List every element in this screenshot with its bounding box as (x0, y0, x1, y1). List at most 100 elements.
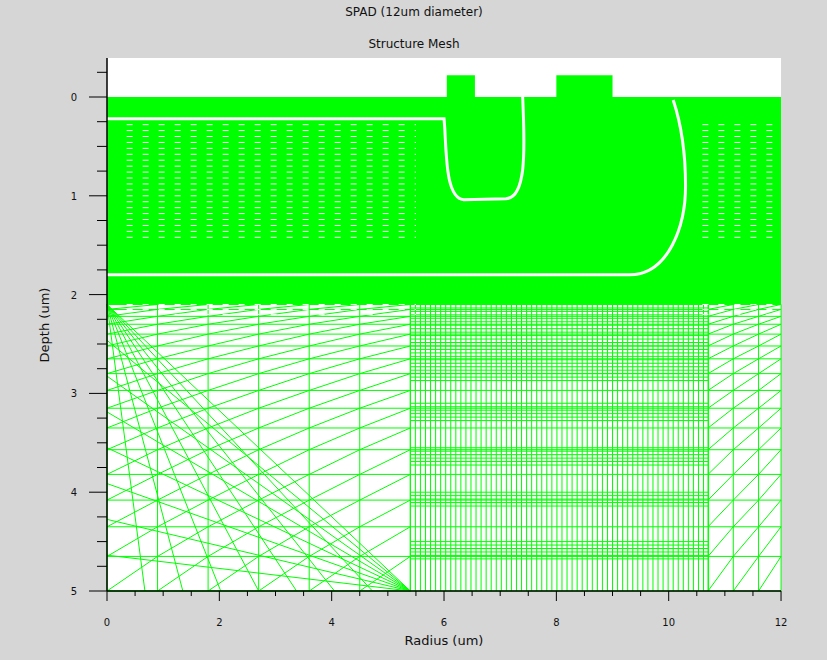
junction-line (107, 100, 686, 275)
mesh-line (607, 304, 608, 591)
tick (97, 319, 107, 320)
mesh-gap (702, 142, 781, 143)
mesh-line (759, 408, 781, 428)
mesh-gap (127, 154, 416, 155)
mesh-line (556, 304, 557, 591)
mesh-line (208, 324, 259, 334)
mesh-line (501, 304, 502, 591)
tick (97, 467, 107, 468)
tick-label: 3 (71, 388, 77, 399)
mesh-line (107, 556, 158, 591)
mesh-line (708, 556, 733, 591)
mesh-line (572, 304, 573, 591)
mesh-gap (127, 183, 416, 184)
tick (640, 591, 641, 596)
mesh-line (259, 374, 310, 391)
tick (97, 442, 107, 443)
mesh-line (107, 448, 410, 591)
mesh-gap (702, 237, 781, 238)
mesh-line (309, 304, 360, 309)
mesh-line (708, 316, 733, 324)
tick (556, 591, 557, 601)
mesh-line (309, 428, 360, 450)
mesh-line (107, 304, 297, 591)
mesh-line (157, 304, 158, 591)
mesh-line (359, 304, 360, 591)
mesh-line (420, 304, 421, 591)
mesh-gap (127, 160, 416, 161)
mesh-line (360, 359, 411, 374)
mesh-line (733, 556, 758, 591)
mesh-line (259, 428, 310, 450)
mesh-line (668, 304, 669, 591)
mesh-line (440, 304, 441, 591)
tick-label: 6 (441, 617, 447, 628)
mesh-line (546, 304, 547, 591)
mesh-line (208, 346, 259, 359)
mesh-line (678, 304, 679, 591)
tick (89, 591, 107, 592)
tick (107, 591, 108, 601)
mesh-line (698, 304, 699, 591)
mesh-line (208, 527, 259, 557)
mesh-line (759, 359, 781, 374)
mesh-line (158, 316, 209, 324)
mesh-line (733, 346, 758, 359)
mesh-line (208, 390, 259, 408)
mesh-line (476, 304, 477, 591)
tick (97, 269, 107, 270)
mesh-line (708, 334, 733, 346)
mesh-gap (702, 231, 781, 232)
mesh-line (759, 309, 781, 316)
mesh-line (360, 309, 411, 316)
mesh-line (107, 484, 410, 591)
mesh-gap (702, 154, 781, 155)
mesh-line (759, 390, 781, 408)
mesh-line (491, 304, 492, 591)
mesh-line (511, 304, 512, 591)
mesh-line (781, 304, 782, 591)
mesh-line (158, 359, 209, 374)
mesh-line (526, 304, 527, 591)
tick (415, 591, 416, 596)
mesh-line (259, 309, 310, 316)
mesh-line (309, 346, 360, 359)
mesh-line (158, 309, 209, 316)
mesh-line (759, 527, 781, 557)
mesh-line (541, 304, 542, 591)
mesh-line (759, 374, 781, 391)
tick (97, 418, 107, 419)
junction-line (107, 97, 524, 200)
plot-area (107, 58, 781, 591)
mesh-gap (702, 195, 781, 196)
tick (97, 121, 107, 122)
mesh-line (360, 428, 411, 450)
mesh-line (708, 408, 733, 428)
mesh-line (158, 450, 209, 475)
mesh-line (309, 408, 360, 428)
mesh-gap (127, 130, 416, 131)
mesh-line (708, 474, 733, 500)
mesh-line (107, 527, 158, 557)
mesh-line (158, 304, 209, 309)
mesh-line (360, 334, 411, 346)
mesh-gap (702, 166, 781, 167)
mesh-gap (702, 130, 781, 131)
mesh-line (658, 304, 659, 591)
tick (97, 171, 107, 172)
mesh-line (107, 450, 158, 475)
mesh-line (309, 390, 360, 408)
mesh-line (759, 316, 781, 324)
mesh-line (652, 304, 653, 591)
mesh-line (733, 304, 758, 309)
mesh-line (683, 304, 684, 591)
tick (500, 591, 501, 596)
tick (97, 516, 107, 517)
mesh-line (577, 304, 578, 591)
mesh-line (733, 304, 734, 591)
mesh-line (309, 556, 360, 591)
mesh-line (259, 450, 310, 475)
mesh-line (733, 474, 758, 500)
mesh-gap (702, 201, 781, 202)
tick (89, 294, 107, 295)
